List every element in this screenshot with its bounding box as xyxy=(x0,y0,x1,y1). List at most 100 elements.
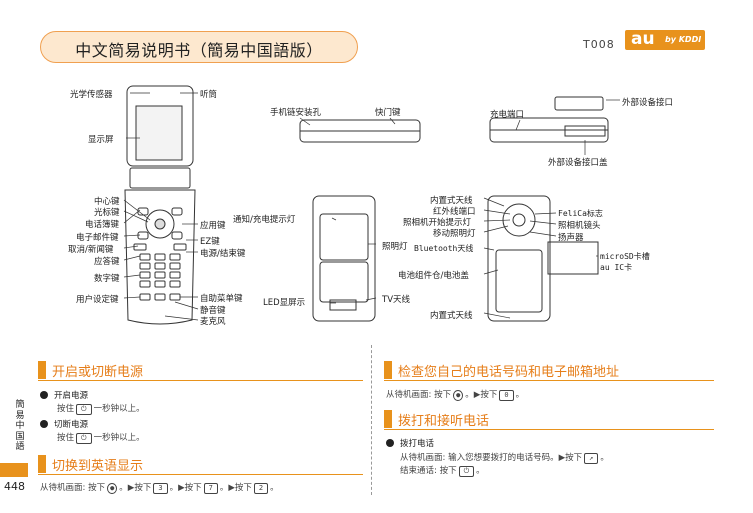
key-3-icon: 3 xyxy=(153,483,168,494)
call-key-icon: ↗ xyxy=(584,453,599,464)
ext-port-detail xyxy=(554,96,604,111)
power-on-title: 开启电源 xyxy=(40,389,88,401)
power-key-icon: ⏻ xyxy=(76,404,92,415)
key-0-icon: 0 xyxy=(499,390,514,401)
logo-main: au xyxy=(631,29,655,49)
label-center-key: 中心键 xyxy=(94,197,120,207)
section-call-heading: 拨打和接听电话 xyxy=(384,410,714,430)
label-flash-light: 照明灯 xyxy=(382,242,408,252)
back-view xyxy=(487,195,551,322)
heading-bar xyxy=(38,361,46,379)
heading-text: 检查您自己的电话号码和电子邮箱地址 xyxy=(398,365,620,380)
cursor-ring xyxy=(145,209,175,239)
power-on-text: 按住⏻一秒钟以上。 xyxy=(57,404,145,415)
label-external-port: 外部设备接口 xyxy=(622,98,674,108)
logo-sub: by KDDI xyxy=(665,35,702,44)
label-camera-lens: 照相机镜头 xyxy=(558,221,601,231)
label-user-setting-key: 用户设定键 xyxy=(76,295,119,305)
heading-text: 切换到英语显示 xyxy=(52,459,144,474)
heading-text: 拨打和接听电话 xyxy=(398,414,490,429)
center-key-icon: ● xyxy=(453,390,464,401)
label-app-key: 应用键 xyxy=(200,221,226,231)
label-microphone: 麦克风 xyxy=(200,317,226,327)
label-phonebook-key: 电话簿键 xyxy=(85,220,120,230)
column-divider xyxy=(371,345,372,495)
label-earpiece: 听筒 xyxy=(200,90,218,100)
phone-diagrams xyxy=(123,85,620,325)
bullet-icon xyxy=(386,439,394,447)
label-ir-port: 红外线端口 xyxy=(433,207,476,217)
title-banner: 中文简易说明书（簡易中国語版） xyxy=(40,31,358,63)
microsd-detail xyxy=(547,241,599,275)
label-power-end-key: 电源/结束键 xyxy=(200,249,246,259)
label-ez-key: EZ键 xyxy=(200,237,220,247)
model-number: T008 xyxy=(583,38,615,51)
phone-upper-body xyxy=(126,85,194,167)
label-silent-key: 静音键 xyxy=(200,306,226,316)
hinge xyxy=(129,167,191,189)
center-key-icon: ● xyxy=(107,483,118,494)
label-internal-antenna-bottom: 内置式天线 xyxy=(430,311,473,321)
label-external-port-cover: 外部设备接口盖 xyxy=(548,158,608,168)
label-number-keys: 数字键 xyxy=(94,274,120,284)
bullet-icon xyxy=(40,420,48,428)
side-tab-strip xyxy=(0,463,28,477)
number-keypad xyxy=(139,253,181,301)
page-number: 448 xyxy=(4,480,25,493)
label-light-sensor: 光学传感器 xyxy=(70,90,113,100)
label-shutter-key: 快门键 xyxy=(375,108,401,118)
au-logo: au by KDDI xyxy=(625,29,705,50)
label-notify-light: 通知/充电提示灯 xyxy=(233,215,296,225)
key-br xyxy=(171,231,183,240)
side-tab: 簡易中国語 xyxy=(0,400,28,462)
power-off-text: 按住⏻一秒钟以上。 xyxy=(57,433,145,444)
section-check-heading: 检查您自己的电话号码和电子邮箱地址 xyxy=(384,361,714,381)
closed-front xyxy=(312,195,376,322)
label-led-display: LED显屏示 xyxy=(263,298,306,308)
ext-port-cover-detail xyxy=(564,125,606,137)
call-title: 拨打电话 xyxy=(386,437,434,449)
key-bl xyxy=(137,231,149,240)
label-battery-cover: 电池组件仓/电池盖 xyxy=(398,271,469,281)
label-cursor-key: 光标键 xyxy=(94,208,120,218)
call-line-2: 结束通话: 按下⏻。 xyxy=(400,466,485,477)
heading-bar xyxy=(384,410,392,428)
page-title: 中文简易说明书（簡易中国語版） xyxy=(75,41,323,60)
phone-lower-body xyxy=(124,189,196,325)
leader-lines xyxy=(123,92,620,321)
label-self-menu-key: 自助菜单键 xyxy=(200,294,243,304)
label-display: 显示屏 xyxy=(88,135,114,145)
display-screen xyxy=(135,105,183,161)
label-strap-hole: 手机链安装孔 xyxy=(270,108,322,118)
label-bluetooth-antenna: Bluetooth天线 xyxy=(414,244,474,253)
label-camera-start-light: 照相机开始提示灯 xyxy=(403,218,472,228)
label-felica-mark: FeliCa标志 xyxy=(558,209,603,218)
center-key-dot xyxy=(154,218,166,230)
key-2-icon: 2 xyxy=(253,483,269,494)
section-english-heading: 切换到英语显示 xyxy=(38,455,363,475)
key-tr xyxy=(171,207,183,216)
call-line-1: 从待机画面: 输入您想要拨打的电话号码。▶按下↗。 xyxy=(400,453,609,464)
label-charge-terminal: 充电端口 xyxy=(490,110,525,120)
bullet-icon xyxy=(40,391,48,399)
heading-bar xyxy=(38,455,46,473)
key-7-icon: 7 xyxy=(203,483,218,494)
label-internal-antenna-top: 内置式天线 xyxy=(430,196,473,206)
label-microsd-slot: microSD卡槽 xyxy=(600,252,650,261)
label-tv-antenna: TV天线 xyxy=(382,295,411,305)
label-speaker: 扬声器 xyxy=(558,233,584,243)
label-mobile-light: 移动照明灯 xyxy=(433,229,476,239)
led-display-area xyxy=(329,299,357,311)
label-cancel-news-key: 取消/新闻键 xyxy=(68,245,114,255)
label-answer-key: 应答键 xyxy=(94,257,120,267)
heading-bar xyxy=(384,361,392,379)
label-au-ic-card: au IC卡 xyxy=(600,263,633,272)
power-off-title: 切断电源 xyxy=(40,418,88,430)
power-key-icon: ⏻ xyxy=(76,433,92,444)
section-power-heading: 开启或切断电源 xyxy=(38,361,363,381)
label-email-key: 电子邮件键 xyxy=(76,233,119,243)
heading-text: 开启或切断电源 xyxy=(52,365,144,380)
end-key-icon: ⏻ xyxy=(458,466,475,477)
